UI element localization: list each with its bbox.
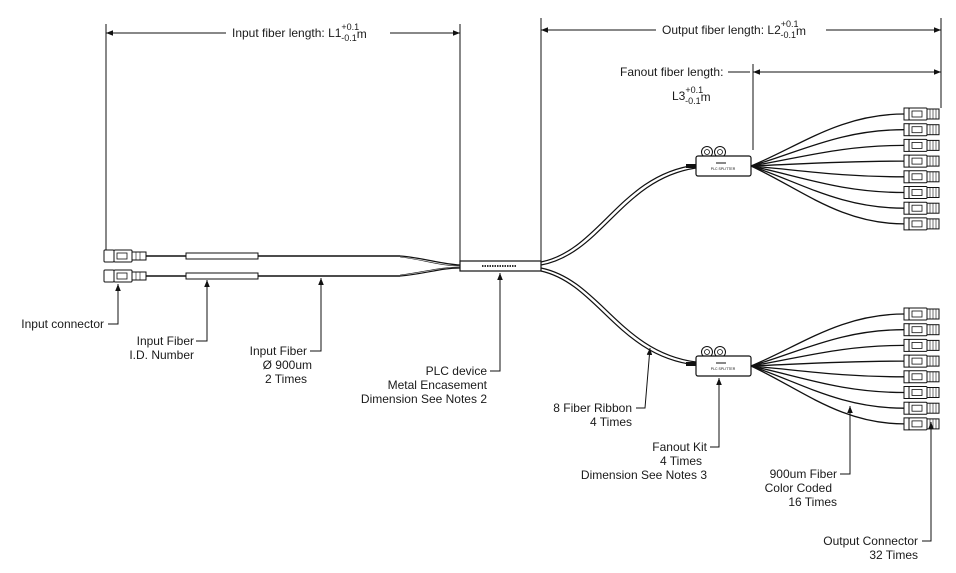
svg-text:Metal Encasement: Metal Encasement	[388, 378, 488, 392]
fanout-fiber	[750, 165, 905, 225]
plc-device	[459, 260, 542, 272]
fanout-fiber	[750, 165, 905, 194]
fanout-kit-top: PLC SPLITTER	[686, 146, 752, 177]
fiber-ribbons	[540, 164, 697, 366]
svg-text:900um Fiber: 900um Fiber	[770, 467, 837, 481]
fanout-kit-bottom: PLC SPLITTER	[686, 346, 752, 377]
svg-text:Input connector: Input connector	[21, 317, 104, 331]
fanout-fiber	[750, 313, 905, 367]
callout-fiber-ribbon: 8 Fiber Ribbon 4 Times	[553, 347, 653, 429]
fanout-fibers	[750, 113, 905, 425]
svg-text:Dimension See Notes 2: Dimension See Notes 2	[361, 392, 487, 406]
output-connector	[903, 401, 940, 415]
input-fiber-id-sleeve-top	[185, 252, 259, 260]
svg-text:8 Fiber Ribbon: 8 Fiber Ribbon	[553, 401, 632, 415]
fanout-fiber	[750, 365, 905, 378]
output-connector	[903, 201, 940, 215]
svg-text:Input Fiber: Input Fiber	[250, 344, 307, 358]
svg-text:I.D. Number: I.D. Number	[129, 348, 194, 362]
output-connector	[903, 307, 940, 321]
fanout-fiber	[750, 165, 905, 209]
input-connector-bottom	[103, 269, 147, 283]
output-connector	[903, 154, 940, 168]
fanout-fiber	[750, 165, 905, 178]
fanout-fiber	[750, 144, 905, 167]
input-length-label: Input fiber length: L1+0.1-0.1m	[232, 22, 367, 43]
output-connector	[903, 417, 940, 431]
fanout-fiber	[750, 344, 905, 367]
fanout-kit-label-top: PLC SPLITTER	[711, 167, 736, 171]
input-connector-top	[103, 249, 147, 263]
output-length-dimension: Output fiber length: L2+0.1-0.1m	[540, 18, 942, 262]
output-connector	[903, 354, 940, 368]
callout-input-connector: Input connector	[21, 284, 121, 331]
callout-input-fiber: Input Fiber Ø 900um 2 Times	[250, 278, 324, 386]
svg-text:PLC device: PLC device	[426, 364, 488, 378]
callout-input-fiber-id: Input Fiber I.D. Number	[129, 280, 210, 362]
callout-output-connector: Output Connector 32 Times	[823, 422, 934, 562]
svg-text:Ø 900um: Ø 900um	[263, 358, 312, 372]
svg-text:Output Connector: Output Connector	[823, 534, 918, 548]
output-connector	[903, 186, 940, 199]
fanout-fiber	[750, 360, 905, 367]
output-connector	[903, 386, 940, 399]
svg-text:Color Coded: Color Coded	[765, 481, 832, 495]
svg-text:4 Times: 4 Times	[590, 415, 632, 429]
svg-text:32 Times: 32 Times	[869, 548, 918, 562]
fanout-fiber	[750, 365, 905, 394]
input-length-dimension: Input fiber length: L1+0.1-0.1m	[105, 22, 461, 262]
output-connector	[903, 123, 940, 137]
svg-text:Fanout Kit: Fanout Kit	[652, 440, 707, 454]
callout-fanout-kit: Fanout Kit 4 Times Dimension See Notes 3	[581, 378, 722, 482]
fanout-length-label-line1: Fanout fiber length:	[620, 65, 723, 79]
fanout-fiber	[750, 365, 905, 425]
fanout-fiber	[750, 160, 905, 167]
svg-text:2 Times: 2 Times	[265, 372, 307, 386]
output-connector	[903, 323, 940, 337]
svg-text:Dimension See Notes 3: Dimension See Notes 3	[581, 468, 707, 482]
svg-text:Input Fiber: Input Fiber	[137, 334, 194, 348]
output-connector	[903, 107, 940, 121]
callout-900um-fiber: 900um Fiber Color Coded 16 Times	[765, 406, 853, 509]
svg-text:16 Times: 16 Times	[788, 495, 837, 509]
output-length-label: Output fiber length: L2+0.1-0.1m	[662, 19, 806, 40]
fanout-fiber	[750, 129, 905, 167]
output-connectors	[903, 107, 940, 431]
output-connector	[903, 338, 940, 352]
output-connector	[903, 217, 940, 231]
output-connector	[903, 138, 940, 152]
fanout-fiber	[750, 329, 905, 367]
fanout-fiber	[750, 113, 905, 167]
fanout-length-dimension: Fanout fiber length: L3+0.1-0.1m	[620, 64, 941, 150]
fanout-fiber	[750, 365, 905, 409]
callout-plc-device: PLC device Metal Encasement Dimension Se…	[361, 273, 503, 406]
fanout-length-label-line2: L3+0.1-0.1m	[672, 85, 711, 106]
output-connector	[903, 170, 940, 184]
input-fiber-id-sleeve-bottom	[185, 272, 259, 280]
svg-text:4 Times: 4 Times	[660, 454, 702, 468]
output-connector	[903, 370, 940, 384]
fanout-kit-label-bottom: PLC SPLITTER	[711, 367, 736, 371]
